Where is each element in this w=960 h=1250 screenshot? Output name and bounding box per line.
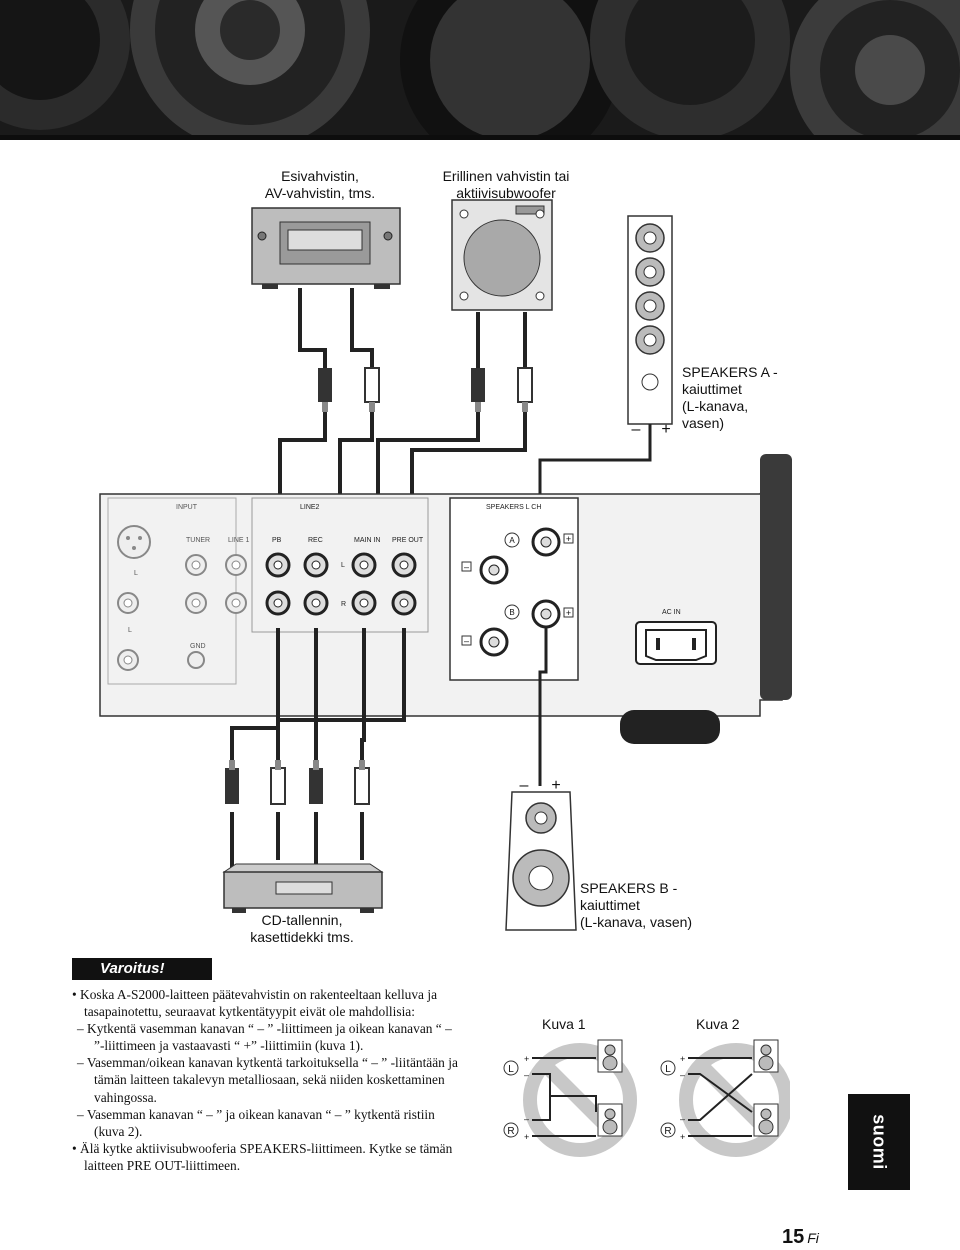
- fig1-l: L: [508, 1064, 514, 1075]
- caution-item-2: – Kytkentä vasemman kanavan “ – ” -liitt…: [77, 1021, 452, 1054]
- label-amp-sub: Erillinen vahvistin tai aktiivisubwoofer: [442, 168, 570, 201]
- fig1-minus-2: –: [524, 1114, 529, 1124]
- label-terminal-a: A: [509, 536, 515, 545]
- figure-1-wiring: L R + – – +: [503, 1039, 637, 1157]
- fig2-minus-1: –: [680, 1070, 685, 1080]
- label-gnd: GND: [190, 643, 206, 650]
- label-cd-recorder: CD-tallennin, kasettidekki tms.: [250, 912, 354, 945]
- label-plus-a: +: [566, 534, 571, 544]
- rca-plugs-recorder: [225, 760, 370, 805]
- label-r: R: [341, 601, 346, 608]
- caution-item-4: – Vasemman kanavan “ – ” ja oikean kanav…: [77, 1106, 435, 1139]
- speaker-b-wire: [538, 628, 548, 786]
- label-preamp: Esivahvistin, AV-vahvistin, tms.: [264, 168, 376, 201]
- speaker-b-minus: –: [520, 777, 529, 794]
- label-pre-out: PRE OUT: [392, 537, 424, 544]
- subwoofer-device: [451, 199, 553, 311]
- fig2-plus-2: +: [680, 1132, 685, 1142]
- figure-2-label: Kuva 2: [696, 1016, 740, 1032]
- preamp-device: [251, 207, 401, 289]
- rca-plugs-preamp: [318, 367, 380, 412]
- label-pb: PB: [272, 537, 282, 544]
- speaker-b-bookshelf: [505, 791, 577, 931]
- label-line2: LINE2: [300, 504, 320, 511]
- fig2-r: R: [664, 1126, 671, 1137]
- caution-item-5: • Älä kytke aktiivisubwooferia SPEAKERS-…: [72, 1140, 453, 1173]
- page-number-suffix: Fi: [807, 1230, 819, 1246]
- cd-recorder-device: [222, 863, 384, 913]
- header-speaker-photo: [0, 0, 960, 140]
- figures-wiring: L R + – – + L R + – – +: [503, 1039, 790, 1157]
- caution-item-1: • Koska A-S2000-laitteen päätevahvistin …: [72, 987, 438, 1020]
- figure-2-wiring: L R + – – +: [660, 1039, 790, 1157]
- label-line1: LINE 1: [228, 537, 250, 544]
- amplifier-rear-panel: INPUT LINE2 SPEAKERS L CH TUNER LINE 1 P…: [99, 454, 792, 744]
- label-speakers-a: SPEAKERS A - kaiuttimet (L-kanava, vasen…: [682, 364, 778, 431]
- fig2-plus-1: +: [680, 1054, 685, 1064]
- label-l-3: L: [341, 562, 345, 569]
- label-main-in: MAIN IN: [354, 537, 380, 544]
- label-minus-a: –: [464, 562, 469, 572]
- caution-body: • Koska A-S2000-laitteen päätevahvistin …: [72, 986, 462, 1174]
- fig1-plus-2: +: [524, 1132, 529, 1142]
- rca-cables-subwoofer: [376, 312, 527, 515]
- caution-item-3: – Vasemman/oikean kanavan kytkentä tarko…: [77, 1055, 458, 1105]
- label-l-2: L: [128, 627, 132, 634]
- label-terminal-b: B: [509, 608, 514, 617]
- label-speakers-b: SPEAKERS B - kaiuttimet (L-kanava, vasen…: [580, 880, 693, 930]
- caution-heading: Varoitus!: [72, 958, 212, 980]
- rca-cables-preamp: [278, 288, 374, 515]
- figure-1-label: Kuva 1: [542, 1016, 586, 1032]
- speaker-a-minus: –: [632, 421, 641, 438]
- language-tab: suomi: [848, 1094, 910, 1190]
- label-ac-in: AC IN: [662, 609, 681, 616]
- speaker-a-plus: +: [661, 421, 670, 438]
- page-number-value: 15: [782, 1226, 805, 1248]
- fig1-minus-1: –: [524, 1070, 529, 1080]
- fig1-plus-1: +: [524, 1054, 529, 1064]
- label-input: INPUT: [176, 504, 198, 511]
- fig2-minus-2: –: [680, 1114, 685, 1124]
- label-speakers-l-ch: SPEAKERS L CH: [486, 504, 541, 511]
- label-plus-b: +: [566, 608, 571, 618]
- speaker-a-tower: – +: [627, 215, 673, 438]
- label-l-1: L: [134, 570, 138, 577]
- fig2-l: L: [665, 1064, 671, 1075]
- speaker-b-plus: +: [551, 777, 560, 794]
- connection-diagram: – + INPUT LINE2 SPEAKERS L CH TUNER LIN: [99, 199, 792, 931]
- label-minus-b: –: [464, 636, 469, 646]
- fig1-r: R: [507, 1126, 514, 1137]
- language-tab-label: suomi: [869, 1114, 890, 1170]
- label-rec: REC: [308, 537, 323, 544]
- rca-plugs-subwoofer: [471, 367, 533, 412]
- label-tuner: TUNER: [186, 537, 210, 544]
